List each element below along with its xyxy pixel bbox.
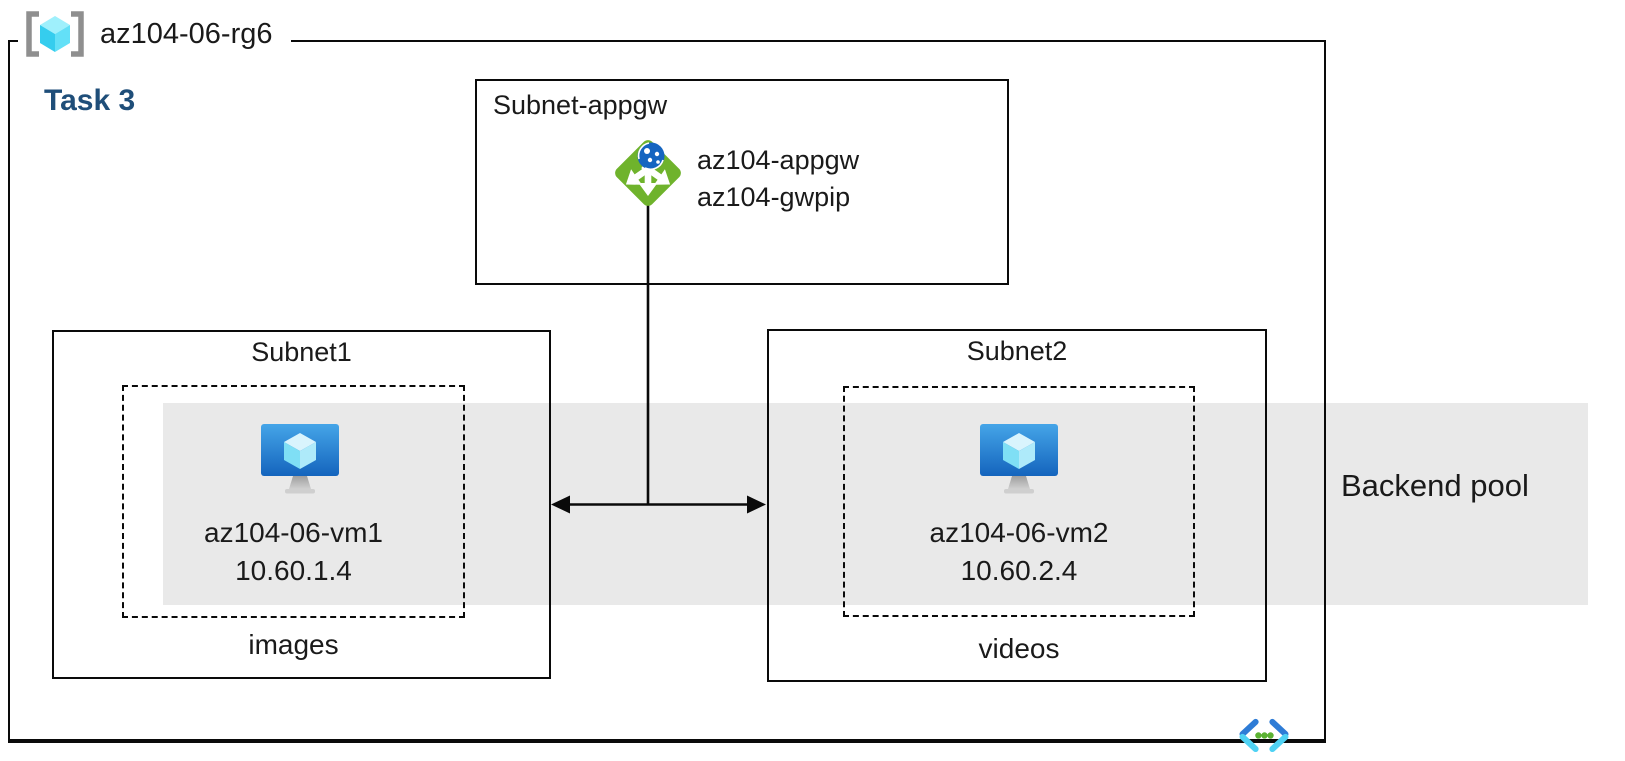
- subnet2-box: Subnet2: [767, 329, 1267, 682]
- resource-group-icon: [26, 11, 84, 57]
- vm1-ip: 10.60.1.4: [235, 555, 352, 586]
- backend-pool-label: Backend pool: [1341, 468, 1529, 503]
- vm2-dashed-box: [843, 386, 1195, 617]
- virtual-machine-icon: [980, 424, 1058, 494]
- task-heading: Task 3: [44, 84, 136, 117]
- resource-group-name: az104-06-rg6: [100, 17, 273, 50]
- application-gateway-labels: az104-appgw az104-gwpip: [697, 142, 859, 216]
- vm1-label: az104-06-vm1 10.60.1.4: [122, 514, 465, 590]
- subnet-appgw-title: Subnet-appgw: [493, 90, 668, 120]
- resource-group-box: [8, 40, 1326, 743]
- vm2-label: az104-06-vm2 10.60.2.4: [843, 514, 1195, 590]
- subnet1-box: Subnet1: [52, 330, 551, 679]
- subnet2-caption: videos: [978, 633, 1060, 664]
- vm2-ip: 10.60.2.4: [960, 555, 1078, 586]
- vm2-name: az104-06-vm2: [929, 517, 1109, 548]
- subnet1-title: Subnet1: [251, 337, 352, 367]
- subnet2-title: Subnet2: [966, 336, 1068, 366]
- subnet1-caption: images: [248, 629, 339, 660]
- resource-group-header: az104-06-rg6: [18, 5, 291, 63]
- application-gateway-name: az104-appgw: [697, 145, 860, 175]
- virtual-machine-icon: [261, 424, 339, 494]
- application-gateway-icon: [615, 140, 681, 206]
- backend-pool-band: [163, 403, 1588, 605]
- gateway-public-ip-name: az104-gwpip: [697, 182, 851, 212]
- vm1-name: az104-06-vm1: [204, 517, 383, 548]
- virtual-network-icon: [1239, 718, 1289, 753]
- vm1-dashed-box: [122, 385, 465, 618]
- subnet-appgw-box: Subnet-appgw: [475, 79, 1009, 285]
